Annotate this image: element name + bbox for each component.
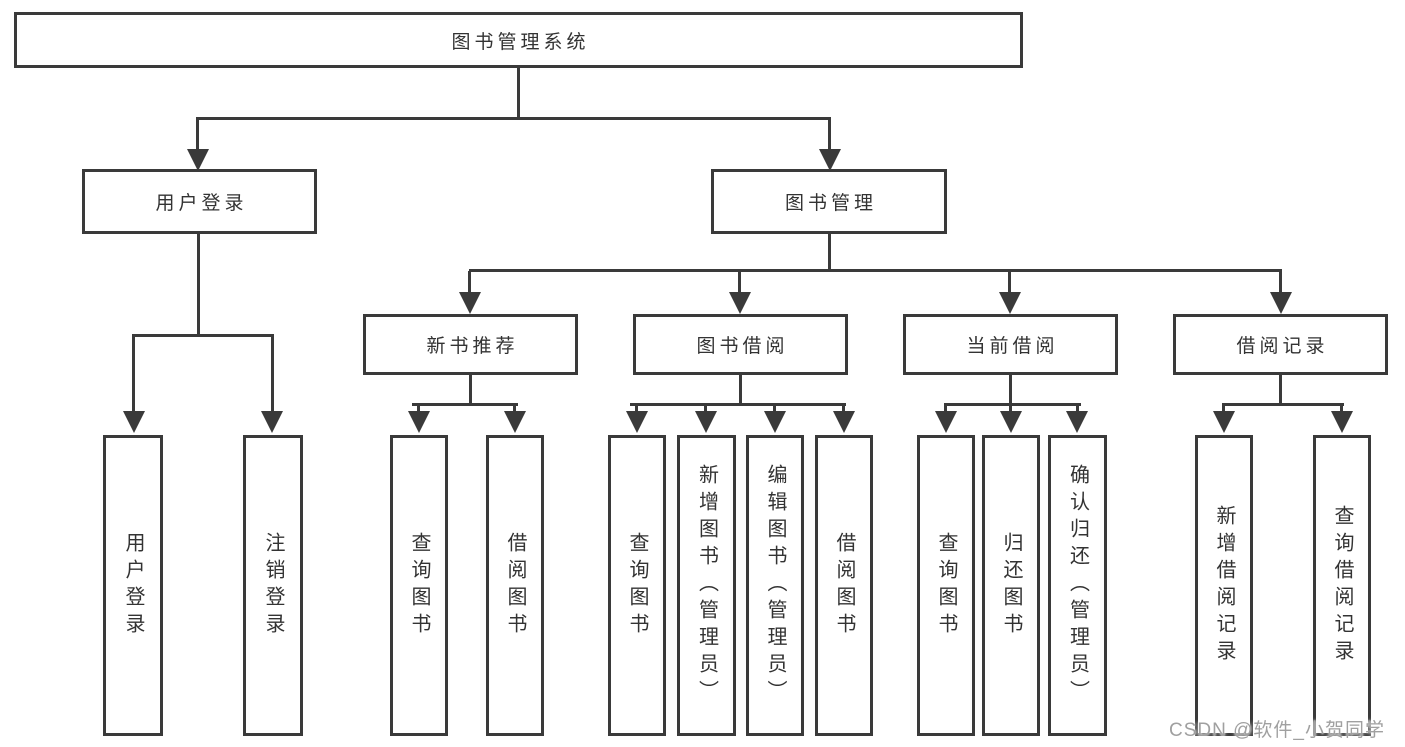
node-current-borrowing: 当前借阅 [903,314,1118,375]
node-leaf-query-books-1: 查询图书 [390,435,448,736]
node-label: 归还图书 [1000,531,1022,640]
connector-stem [1279,373,1282,405]
connector-rail [1222,403,1344,406]
arrowhead-down-icon [819,149,841,171]
connector-rail [412,403,518,406]
node-label: 新书推荐 [426,336,519,357]
node-label: 查询借阅记录 [1331,504,1353,667]
connector-stem [196,119,199,151]
node-book-management-branch: 图书管理 [711,169,947,234]
arrowhead-down-icon [408,411,430,433]
connector-stem [828,233,831,272]
node-label: 查询图书 [935,531,957,640]
node-label: 查询图书 [408,531,430,640]
node-leaf-return-books: 归还图书 [982,435,1040,736]
arrowhead-down-icon [729,292,751,314]
node-label: 确认归还（管理员） [1066,464,1089,707]
connector-level2-rail [196,117,831,120]
node-borrowing-records: 借阅记录 [1173,314,1388,375]
connector-stem [1340,405,1343,413]
node-leaf-confirm-return-admin: 确认归还（管理员） [1048,435,1107,736]
connector-stem [132,336,135,412]
node-label: 借阅图书 [504,531,526,640]
node-label: 新增图书（管理员） [695,464,718,707]
node-leaf-logout: 注销登录 [243,435,303,736]
node-label: 用户登录 [122,531,144,640]
connector-stem [773,405,776,413]
connector-stem [828,119,831,151]
arrowhead-down-icon [999,292,1021,314]
arrowhead-down-icon [695,411,717,433]
arrowhead-down-icon [833,411,855,433]
node-root-label: 图书管理系统 [451,31,590,53]
arrowhead-down-icon [1000,411,1022,433]
connector-rail [630,403,846,406]
arrowhead-down-icon [1066,411,1088,433]
connector-stem [1279,271,1282,294]
node-leaf-query-books-3: 查询图书 [917,435,975,736]
node-label: 借阅图书 [833,531,855,640]
arrowhead-down-icon [123,411,145,433]
node-leaf-query-books-2: 查询图书 [608,435,666,736]
connector-root-stem [517,67,520,119]
arrowhead-down-icon [626,411,648,433]
node-label: 注销登录 [262,531,284,640]
connector-stem [738,271,741,294]
node-leaf-add-books-admin: 新增图书（管理员） [677,435,736,736]
connector-stem [635,405,638,413]
arrowhead-down-icon [261,411,283,433]
connector-stem [271,336,274,412]
node-label: 当前借阅 [966,336,1059,357]
connector-rail [944,403,1081,406]
watermark: CSDN @软件_小贺同学 [1169,720,1385,741]
node-label: 用户登录 [155,193,248,214]
arrowhead-down-icon [1213,411,1235,433]
node-label: 新增借阅记录 [1213,504,1235,667]
connector-stem [417,405,420,413]
connector-stem [468,271,471,294]
node-label: 借阅记录 [1236,336,1329,357]
arrowhead-down-icon [935,411,957,433]
node-leaf-borrow-books-2: 借阅图书 [815,435,873,736]
connector-stem [1008,271,1011,294]
node-leaf-query-borrow-record: 查询借阅记录 [1313,435,1371,736]
connector-rail [132,334,274,337]
arrowhead-down-icon [1270,292,1292,314]
node-user-login-branch: 用户登录 [82,169,317,234]
connector-stem [197,233,200,336]
connector-stem [944,405,947,413]
node-leaf-borrow-books-1: 借阅图书 [486,435,544,736]
node-leaf-edit-books-admin: 编辑图书（管理员） [746,435,804,736]
connector-stem [1076,405,1079,413]
connector-stem [1009,405,1012,413]
node-label: 图书管理 [784,193,877,214]
node-label: 图书借阅 [696,336,789,357]
connector-level3-rail [469,269,1282,272]
arrowhead-down-icon [459,292,481,314]
connector-stem [469,373,472,405]
connector-stem [842,405,845,413]
connector-stem [1009,373,1012,405]
node-label: 编辑图书（管理员） [764,464,786,707]
connector-stem [513,405,516,413]
connector-stem [704,405,707,413]
node-book-borrowing: 图书借阅 [633,314,848,375]
node-root: 图书管理系统 [14,12,1023,68]
connector-stem [1222,405,1225,413]
arrowhead-down-icon [1331,411,1353,433]
node-leaf-user-login: 用户登录 [103,435,163,736]
node-leaf-add-borrow-record: 新增借阅记录 [1195,435,1253,736]
node-label: 查询图书 [626,531,648,640]
node-new-book-recommendation: 新书推荐 [363,314,578,375]
arrowhead-down-icon [504,411,526,433]
connector-stem [739,373,742,405]
arrowhead-down-icon [764,411,786,433]
arrowhead-down-icon [187,149,209,171]
